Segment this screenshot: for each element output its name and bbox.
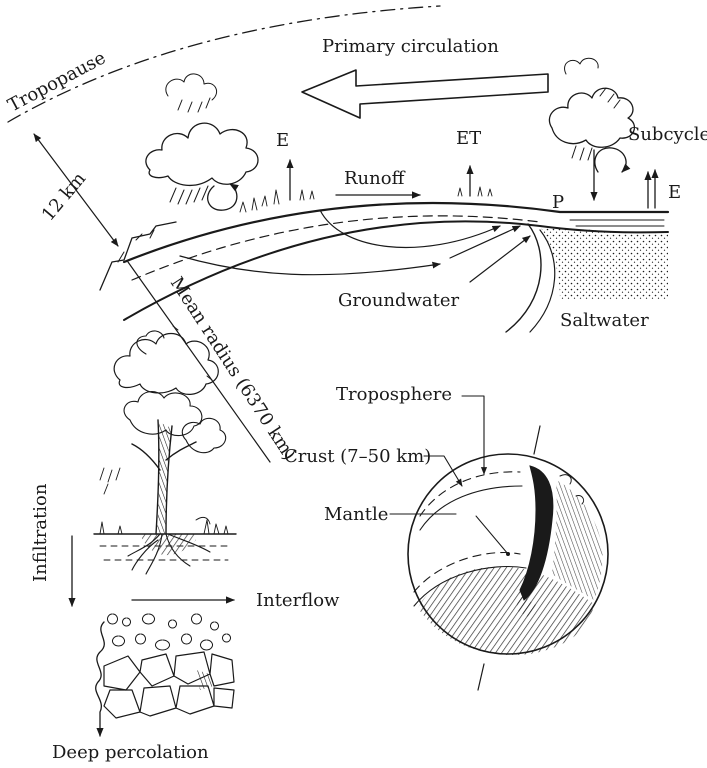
- runoff-label: Runoff: [344, 168, 406, 189]
- tree-illustration: [94, 331, 236, 574]
- saltwater-interface: [506, 224, 541, 332]
- saltwater-wedge: [540, 226, 668, 300]
- cloud-left: [146, 74, 258, 210]
- twelve-km-label: 12 km: [38, 168, 90, 225]
- subcycle-label: Subcycle: [628, 124, 707, 145]
- evaporation-label: E: [276, 130, 289, 151]
- primary-circulation-arrow: [302, 70, 548, 118]
- troposphere-leader: [462, 396, 484, 474]
- deep-percolation-label: Deep percolation: [52, 742, 209, 763]
- mean-radius-label: Mean radius (6370 km): [166, 273, 300, 464]
- interflow-label: Interflow: [256, 590, 340, 611]
- saltwater-label: Saltwater: [560, 310, 649, 331]
- precipitation-label: P: [552, 192, 564, 213]
- infiltration-label: Infiltration: [30, 483, 51, 582]
- gravel-rocks: [104, 614, 234, 718]
- troposphere-label: Troposphere: [336, 384, 452, 405]
- tropopause-label: Tropopause: [4, 47, 109, 116]
- et-label: ET: [456, 128, 481, 149]
- earth-globe: [408, 426, 608, 690]
- primary-circulation-label: Primary circulation: [322, 36, 499, 57]
- mean-radius-line: [128, 262, 270, 462]
- crust-label: Crust (7–50 km): [284, 446, 431, 467]
- evaporation-right-label: E: [668, 182, 681, 203]
- groundwater-label: Groundwater: [338, 290, 460, 311]
- et-plants: [458, 187, 492, 196]
- deep-percolation-arrow: [96, 622, 105, 736]
- mantle-label: Mantle: [324, 504, 388, 525]
